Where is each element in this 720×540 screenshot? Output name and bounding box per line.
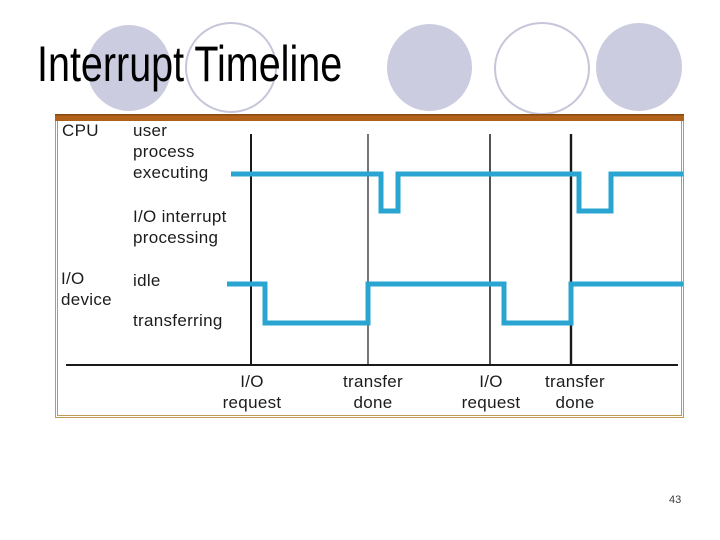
- cpu-label: CPU: [62, 121, 99, 140]
- event-line-2: done: [555, 393, 595, 412]
- device-signal: [227, 281, 683, 326]
- io-device-line-2: device: [61, 290, 112, 309]
- decor-circle-filled: [596, 23, 682, 111]
- event-line-1: transfer: [544, 372, 606, 391]
- cpu-running-line-3: executing: [133, 163, 209, 182]
- slide-title: Interrupt Timeline: [37, 36, 343, 92]
- event-line-1: transfer: [342, 372, 404, 391]
- cpu-interrupt-line-1: I/O interrupt: [133, 207, 227, 226]
- device-idle-state-label: idle: [133, 271, 161, 290]
- event-label-io-request-1: I/O request: [192, 371, 312, 413]
- decor-circle-outlined: [185, 22, 277, 113]
- event-label-transfer-done-1: transfer done: [313, 371, 433, 413]
- event-line-2: request: [222, 393, 282, 412]
- cpu-running-state-label: user process executing: [133, 120, 208, 183]
- io-device-label: I/O device: [61, 268, 112, 310]
- event-line-1: I/O: [240, 372, 264, 391]
- device-transferring-state-label: transferring: [133, 311, 223, 330]
- event-label-transfer-done-2: transfer done: [515, 371, 635, 413]
- event-line-2: request: [461, 393, 521, 412]
- event-label-io-request-2: I/O request: [431, 371, 551, 413]
- cpu-interrupt-line-2: processing: [133, 228, 219, 247]
- cpu-interrupt-state-label: I/O interrupt processing: [133, 206, 227, 248]
- io-device-line-1: I/O: [61, 269, 85, 288]
- figure-top-bar: [55, 114, 684, 121]
- cpu-running-line-2: process: [133, 142, 195, 161]
- timeline-svg: [66, 134, 683, 366]
- decor-circle-filled: [87, 25, 171, 111]
- decor-circle-outlined: [494, 22, 590, 115]
- cpu-running-line-1: user: [133, 121, 168, 140]
- event-line-2: done: [353, 393, 393, 412]
- page-number: 43: [669, 494, 682, 506]
- interrupt-timeline-figure: CPU user process executing I/O interrupt…: [55, 114, 684, 418]
- decor-circle-filled: [387, 24, 472, 111]
- cpu-signal: [231, 171, 683, 214]
- event-line-1: I/O: [479, 372, 503, 391]
